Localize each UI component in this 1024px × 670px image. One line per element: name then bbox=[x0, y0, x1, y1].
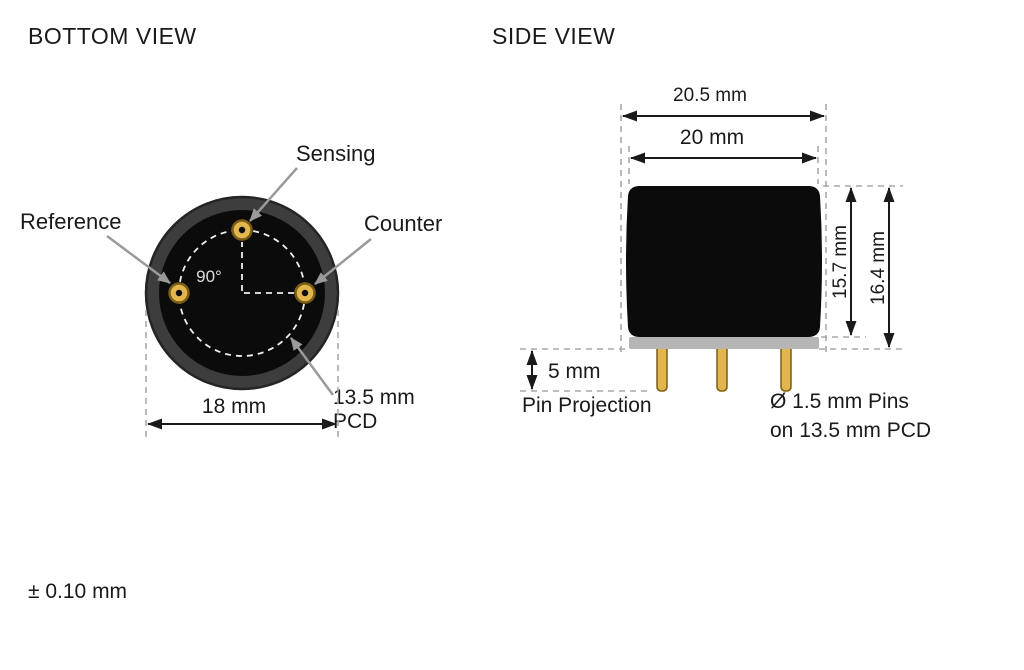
side-pin-2 bbox=[716, 343, 728, 392]
counter-leader-line bbox=[314, 238, 372, 285]
reference-leader-line bbox=[106, 234, 171, 285]
bottom-view: BOTTOM VIEW 90° Sensing Reference Counte… bbox=[20, 23, 442, 438]
height-total-label: 16.4 mm bbox=[868, 231, 889, 305]
reference-label: Reference bbox=[20, 209, 122, 234]
pin-projection-value-label: 5 mm bbox=[548, 360, 601, 383]
reference-pin bbox=[168, 282, 190, 304]
pcd-leader-line bbox=[289, 337, 335, 396]
side-pin-3 bbox=[780, 343, 792, 392]
pins-note-line2: on 13.5 mm PCD bbox=[770, 419, 931, 442]
pcd-label-line1: 13.5 mm bbox=[333, 386, 415, 409]
pins-note-line1: Ø 1.5 mm Pins bbox=[770, 390, 909, 413]
bottom-view-title: BOTTOM VIEW bbox=[28, 23, 197, 49]
counter-label: Counter bbox=[364, 211, 442, 236]
pin-projection-label: Pin Projection bbox=[522, 394, 652, 417]
height-body-label: 15.7 mm bbox=[830, 225, 851, 299]
sensing-pin bbox=[231, 219, 253, 241]
sensing-label: Sensing bbox=[296, 141, 376, 166]
width-body-label: 20 mm bbox=[680, 126, 744, 149]
side-view-pins bbox=[656, 343, 792, 392]
diameter-18mm-label: 18 mm bbox=[202, 395, 266, 418]
sensor-body-side bbox=[626, 186, 822, 337]
tolerance-note: ± 0.10 mm bbox=[28, 580, 127, 603]
angle-label: 90° bbox=[196, 267, 222, 286]
pcd-label-line2: PCD bbox=[333, 410, 377, 433]
sensor-flange bbox=[629, 337, 819, 349]
sensing-leader-line bbox=[249, 167, 298, 222]
counter-pin bbox=[294, 282, 316, 304]
sensor-face bbox=[159, 210, 325, 376]
width-outer-label: 20.5 mm bbox=[673, 85, 747, 106]
side-view-title: SIDE VIEW bbox=[492, 23, 615, 49]
side-view: SIDE VIEW 20.5 mm 20 mm 15.7 mm 16 bbox=[492, 23, 931, 442]
side-pin-1 bbox=[656, 343, 668, 392]
